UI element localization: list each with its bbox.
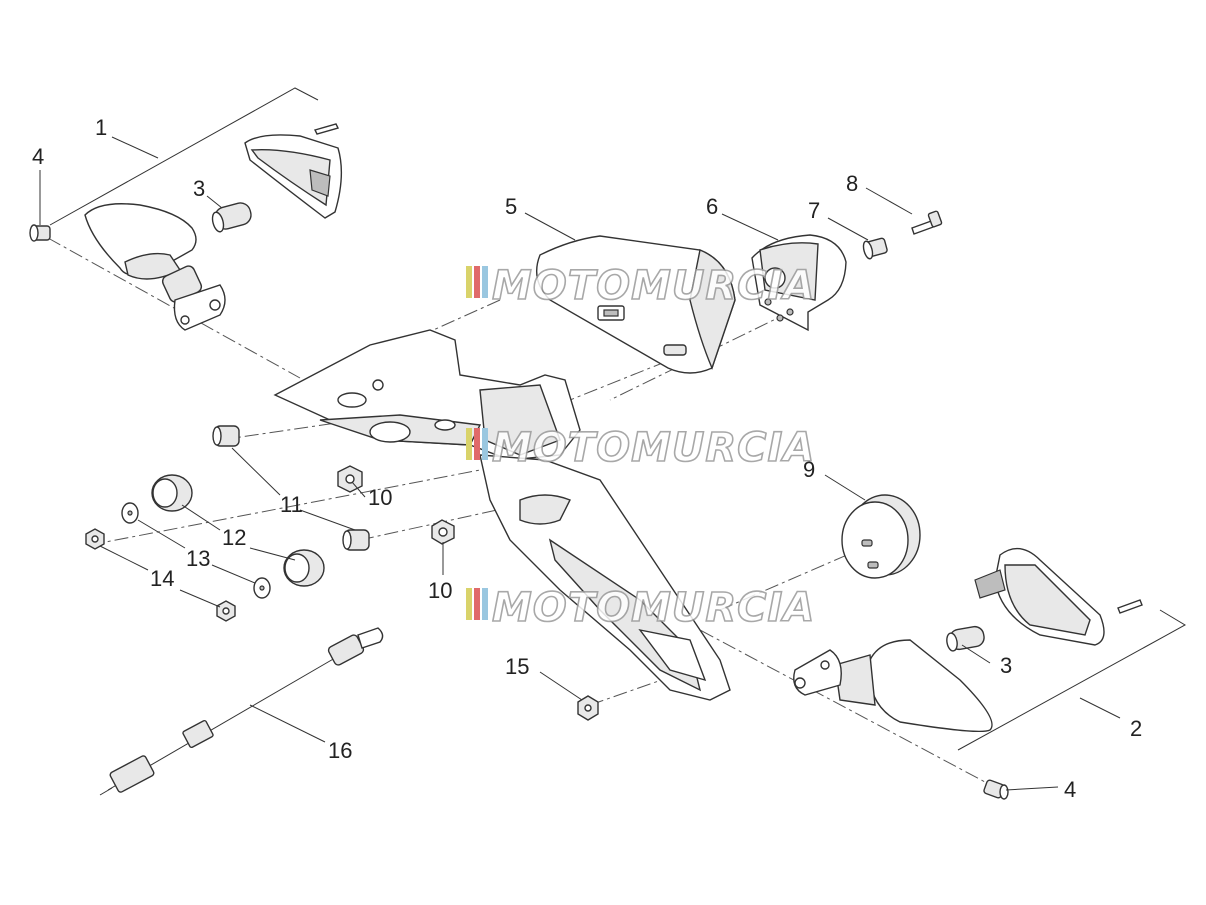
- screw-8: [911, 210, 943, 235]
- washer-13-lower: [253, 577, 271, 599]
- rear-mudguard: [479, 454, 731, 701]
- license-plate-holder: [273, 329, 581, 461]
- lens-screw-right: [1117, 599, 1143, 614]
- left-turn-indicator: [84, 203, 226, 331]
- right-turn-indicator: [793, 639, 993, 733]
- callout-10-lower: 10: [428, 578, 452, 603]
- leader-lines: [39, 136, 1121, 791]
- callout-4-left: 4: [32, 144, 44, 169]
- grommet-12-lower: [283, 549, 325, 587]
- callout-1: 1: [95, 115, 107, 140]
- nut-10-lower: [431, 519, 455, 545]
- nut-14-lower: [216, 600, 236, 622]
- nut-14-upper: [85, 528, 105, 550]
- callout-10-upper: 10: [368, 485, 392, 510]
- callout-15: 15: [505, 654, 529, 679]
- nut-10-upper: [337, 465, 363, 493]
- callout-3-right: 3: [1000, 653, 1012, 678]
- watermark-middle: MOTOMURCIA: [466, 424, 815, 472]
- watermark-bottom: MOTOMURCIA: [466, 584, 815, 632]
- callout-11: 11: [280, 492, 303, 517]
- callout-7: 7: [808, 198, 820, 223]
- callout-3-left: 3: [193, 176, 205, 201]
- callout-13: 13: [186, 546, 210, 571]
- callout-2: 2: [1130, 716, 1142, 741]
- lens-screw-left: [313, 123, 340, 135]
- bracket-part-2: [957, 609, 1187, 751]
- svg-text:MOTOMURCIA: MOTOMURCIA: [492, 585, 815, 631]
- plate-light: [751, 234, 847, 332]
- svg-text:MOTOMURCIA: MOTOMURCIA: [492, 425, 815, 471]
- callout-9: 9: [803, 457, 815, 482]
- svg-text:MOTOMURCIA: MOTOMURCIA: [492, 263, 815, 309]
- spacer-7: [862, 237, 888, 260]
- tail-light: [536, 235, 736, 374]
- callout-8: 8: [846, 171, 858, 196]
- callout-5: 5: [505, 194, 517, 219]
- bulb-left: [211, 202, 252, 233]
- callout-14: 14: [150, 566, 174, 591]
- callout-labels: 1 4 3 5 6 7 8 9 10 10 11 12 13 14 15 16 …: [32, 115, 1142, 802]
- callout-6: 6: [706, 194, 718, 219]
- spacer-11-lower: [342, 529, 370, 551]
- cable-16: [99, 627, 384, 796]
- callout-12: 12: [222, 525, 246, 550]
- bulb-right: [946, 625, 985, 652]
- watermark-top: MOTOMURCIA: [466, 262, 815, 310]
- left-indicator-lens: [244, 134, 343, 219]
- bracket-part-1: [49, 87, 319, 226]
- callout-16: 16: [328, 738, 352, 763]
- washer-13-upper: [121, 502, 139, 524]
- right-indicator-lens: [974, 547, 1105, 646]
- screw-left: [29, 224, 51, 242]
- callout-4-right: 4: [1064, 777, 1076, 802]
- spacer-11-upper: [212, 425, 240, 447]
- grommet-12-upper: [151, 474, 193, 512]
- nut-15: [577, 695, 599, 721]
- screw-right: [983, 779, 1009, 800]
- reflector: [841, 494, 921, 579]
